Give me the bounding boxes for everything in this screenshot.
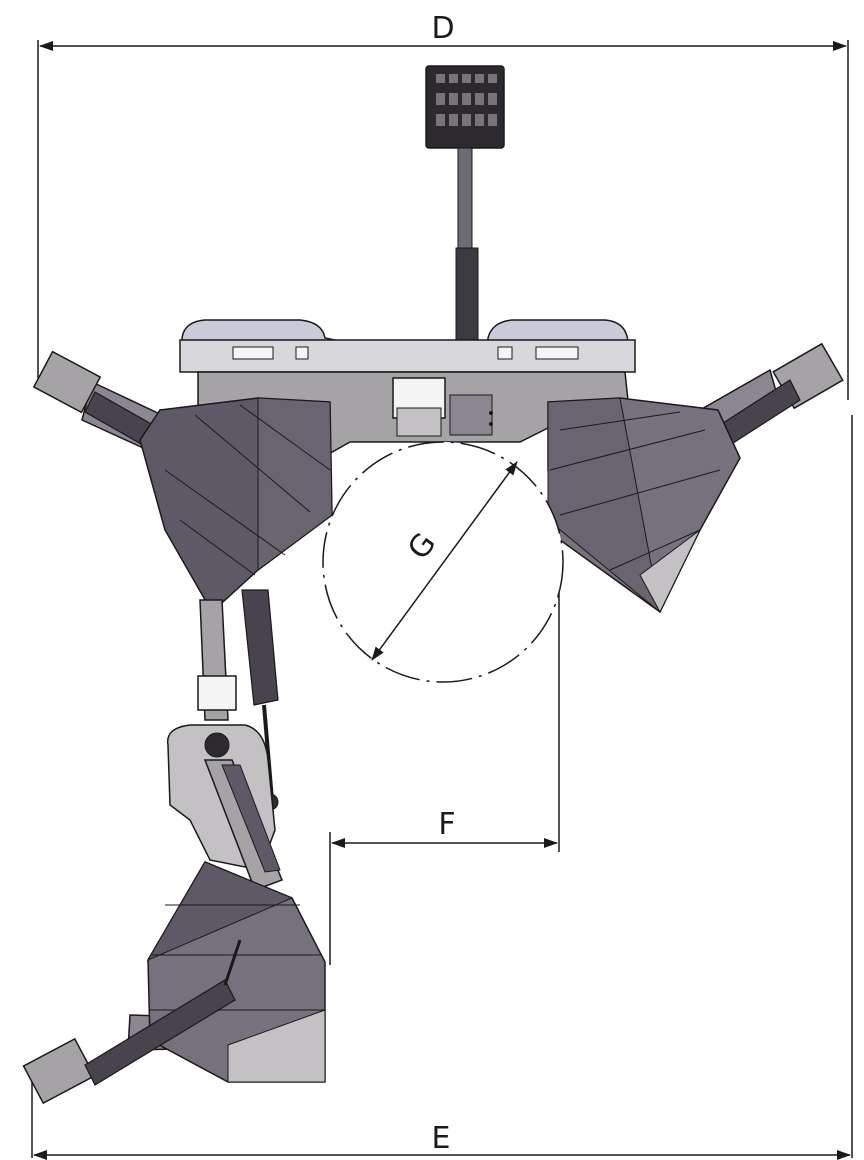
lower-foot	[22, 1037, 96, 1105]
left-upper-foot	[32, 350, 102, 414]
right-upper-arm	[547, 342, 844, 614]
dimension-e-label: E	[432, 1121, 451, 1156]
lower-tool-cylinder	[84, 979, 236, 1086]
left-seat-pad	[181, 319, 336, 346]
dimension-g-line	[371, 461, 518, 661]
dimension-e: E	[31, 415, 853, 1160]
left-upper-arm	[32, 350, 333, 614]
boom-upper	[457, 147, 473, 249]
dimension-f: F	[329, 590, 560, 965]
lower-tool-head	[22, 861, 326, 1105]
lower-arm-cylinder	[241, 589, 279, 706]
dimension-d: D	[37, 11, 849, 400]
dimension-f-label: F	[438, 807, 455, 842]
lower-arm-boom	[166, 589, 283, 891]
dimension-d-label: D	[431, 11, 454, 46]
control-box-buttons	[436, 74, 497, 126]
dimension-g: G	[322, 441, 564, 683]
